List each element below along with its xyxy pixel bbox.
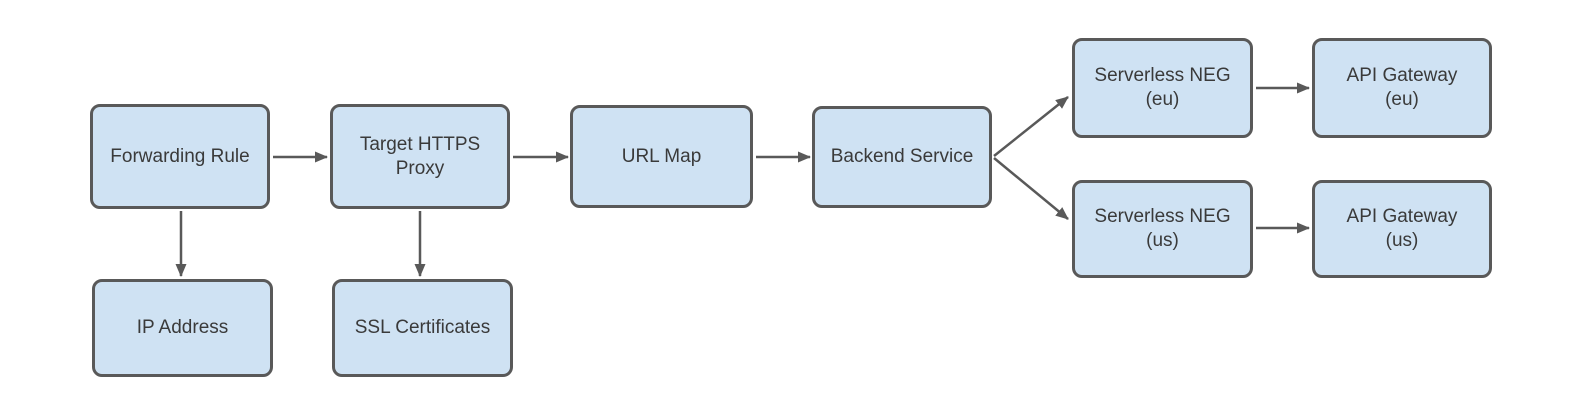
node-ssl-certificates: SSL Certificates — [332, 279, 513, 377]
node-backend-service-label: Backend Service — [830, 146, 974, 168]
node-target-https-proxy: Target HTTPS Proxy — [330, 104, 510, 209]
node-target-https-proxy-label: Target HTTPS Proxy — [359, 133, 481, 179]
node-api-gateway-eu: API Gateway (eu) — [1312, 38, 1492, 138]
node-forwarding-rule-label: Forwarding Rule — [110, 145, 250, 167]
node-api-gateway-us: API Gateway (us) — [1312, 180, 1492, 278]
node-serverless-neg-us-label: Serverless NEG (us) — [1094, 206, 1231, 251]
arrow-backend-service-to-serverless-neg-eu — [993, 96, 1069, 157]
node-serverless-neg-eu: Serverless NEG (eu) — [1072, 38, 1253, 138]
node-forwarding-rule: Forwarding Rule — [90, 104, 270, 209]
node-ip-address: IP Address — [92, 279, 273, 377]
node-api-gateway-eu-label: API Gateway (eu) — [1346, 65, 1458, 110]
node-url-map-label: URL Map — [621, 145, 702, 167]
node-url-map: URL Map — [570, 105, 753, 208]
arrow-backend-service-to-serverless-neg-us — [993, 157, 1069, 220]
node-ip-address-label: IP Address — [136, 317, 229, 339]
node-serverless-neg-eu-label: Serverless NEG (eu) — [1094, 65, 1231, 110]
node-api-gateway-us-label: API Gateway (us) — [1346, 206, 1458, 251]
node-serverless-neg-us: Serverless NEG (us) — [1072, 180, 1253, 278]
node-backend-service: Backend Service — [812, 106, 992, 208]
node-ssl-certificates-label: SSL Certificates — [354, 317, 491, 339]
